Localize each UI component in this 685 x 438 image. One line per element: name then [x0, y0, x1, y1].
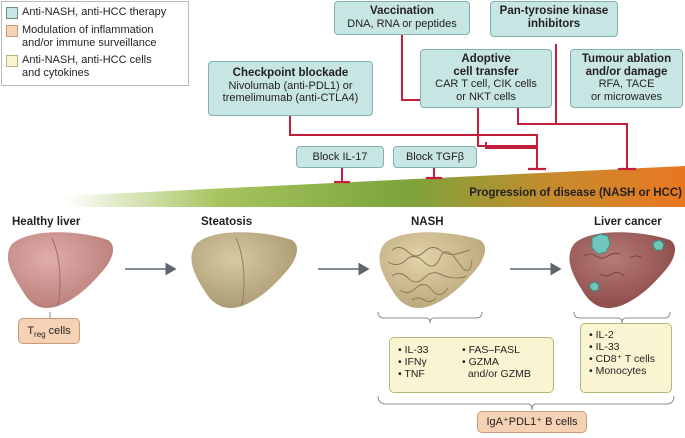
cancer-brace [573, 311, 671, 324]
ablation-box: Tumour ablation and/or damage RFA, TACE … [570, 49, 683, 108]
ablation-detail: RFA, TACE [598, 78, 655, 90]
nash-factor: • IL-33 [398, 344, 429, 356]
ablation-title-line: and/or damage [585, 65, 668, 78]
stage-label-cancer: Liver cancer [594, 216, 662, 228]
nash-factors-box: • IL-33 • IFNγ • TNF • FAS–FASL • GZMA a… [389, 337, 554, 393]
stage-label-steatosis: Steatosis [201, 216, 253, 228]
checkpoint-detail: Nivolumab (anti-PDL1) or [228, 79, 353, 92]
vaccination-box: Vaccination DNA, RNA or peptides [334, 1, 470, 35]
legend-label: Anti-NASH, anti-HCC therapy [22, 6, 167, 18]
adoptive-detail: or NKT cells [456, 90, 516, 103]
vaccination-detail: DNA, RNA or peptides [347, 17, 457, 30]
treg-suffix: cells [45, 325, 71, 337]
bcells-label: IgA⁺PDL1⁺ B cells [486, 416, 578, 428]
treg-box: Treg cells [18, 318, 80, 344]
block-tgfb-box: Block TGFβ [393, 146, 477, 168]
nash-factor: and/or GZMB [467, 368, 531, 380]
inhibition-bars [334, 167, 636, 184]
legend-swatch-orange [6, 25, 18, 37]
nash-factor: • GZMA [462, 356, 499, 368]
checkpoint-detail: tremelimumab (anti-CTLA4) [222, 92, 359, 104]
tki-title-line: inhibitors [527, 17, 581, 30]
legend-swatch-teal [6, 7, 18, 19]
progression-wedge [64, 166, 685, 207]
legend-label: Anti-NASH, anti-HCC cells [22, 54, 152, 66]
cancer-factors-box: • IL-2 • IL-33 • CD8⁺ T cells • Monocyte… [580, 323, 672, 393]
cancer-factor: • CD8⁺ T cells [589, 353, 656, 365]
tki-title-line: Pan-tyrosine kinase [499, 5, 609, 17]
checkpoint-title: Checkpoint blockade [232, 67, 349, 79]
treg-sub: reg [34, 330, 46, 340]
cancer-factor: • Monocytes [589, 365, 647, 377]
tki-box: Pan-tyrosine kinase inhibitors [490, 1, 618, 37]
nash-factor: • IFNγ [398, 356, 427, 368]
legend-swatch-yellow [6, 55, 18, 67]
adoptive-box: Adoptive cell transfer CAR T cell, CIK c… [420, 49, 552, 108]
progression-label: Progression of disease (NASH or HCC) [469, 187, 682, 199]
liver-healthy-graphic [7, 232, 114, 309]
nash-factor: • FAS–FASL [462, 344, 520, 356]
block-il17-box: Block IL-17 [296, 146, 384, 168]
block-il17-label: Block IL-17 [312, 151, 368, 163]
vaccination-title: Vaccination [370, 5, 434, 17]
adoptive-detail: CAR T cell, CIK cells [435, 78, 537, 90]
legend-label: and cytokines [22, 66, 90, 79]
treg-main: T [27, 325, 35, 337]
adoptive-title-line: Adoptive [461, 53, 511, 65]
nash-factor: • TNF [398, 368, 425, 380]
ablation-title-line: Tumour ablation [581, 53, 672, 65]
cancer-factor: • IL-33 [589, 341, 620, 353]
cancer-factor: • IL-2 [589, 329, 614, 341]
ablation-detail: or microwaves [591, 90, 662, 103]
liver-steatosis-graphic [191, 232, 298, 309]
bcell-brace [377, 395, 675, 411]
stage-label-healthy: Healthy liver [12, 216, 81, 228]
liver-cancer-graphic [569, 232, 676, 309]
legend-label: Modulation of inflammation [22, 24, 154, 36]
nash-brace [377, 311, 483, 324]
liver-nash-graphic [379, 232, 486, 309]
block-tgfb-label: Block TGFβ [405, 151, 465, 163]
legend-label: and/or immune surveillance [22, 36, 157, 49]
legend-frame [1, 1, 189, 86]
bcells-box: IgA⁺PDL1⁺ B cells [477, 411, 587, 433]
stage-label-nash: NASH [411, 216, 444, 228]
checkpoint-box: Checkpoint blockade Nivolumab (anti-PDL1… [208, 61, 373, 116]
adoptive-title-line: cell transfer [453, 65, 519, 78]
